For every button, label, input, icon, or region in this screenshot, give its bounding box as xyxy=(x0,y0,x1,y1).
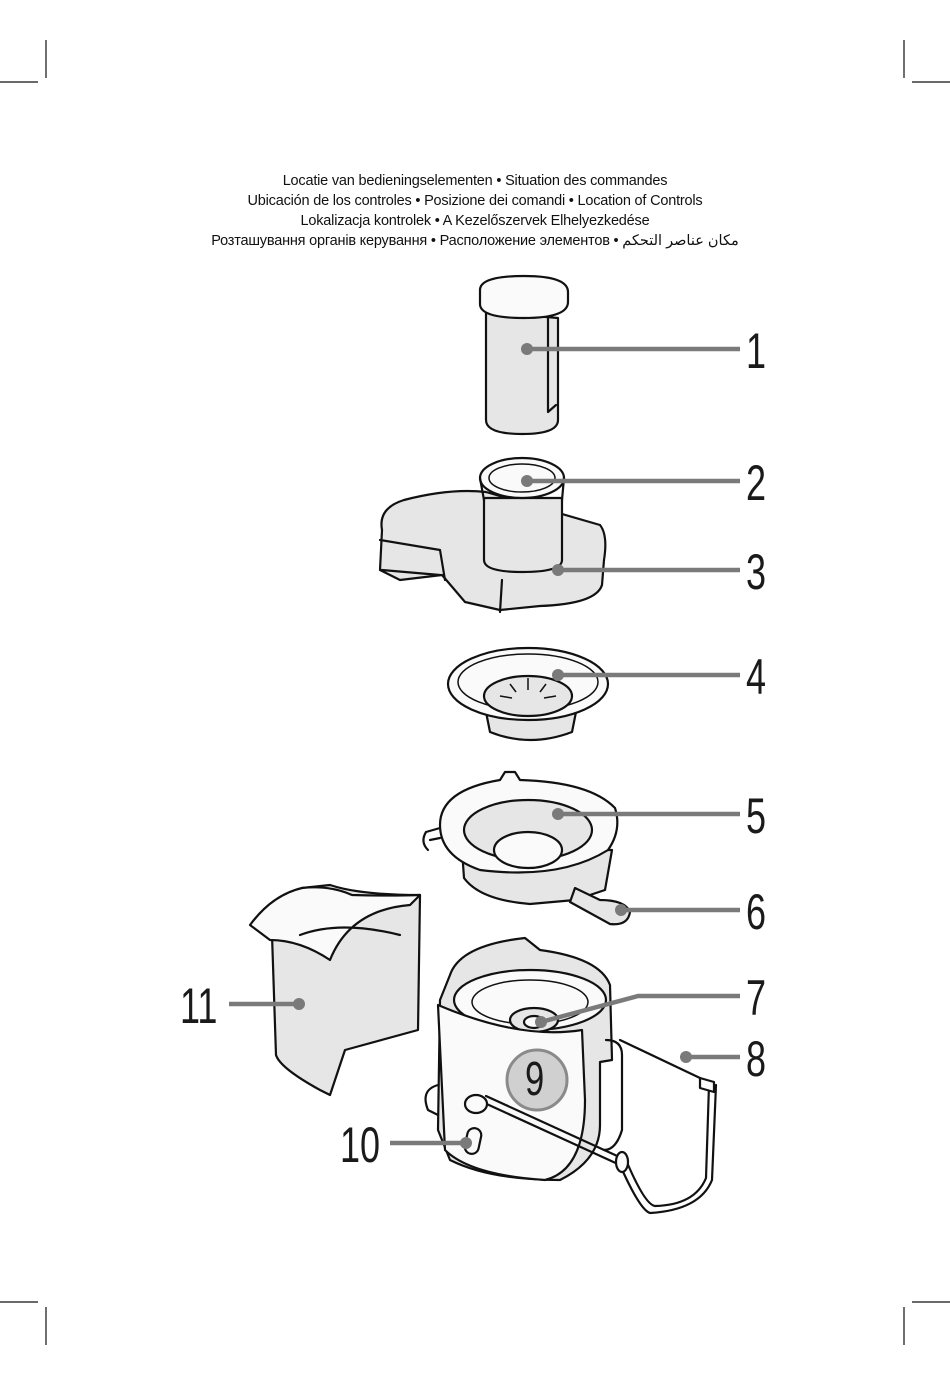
callout-number-8: 8 xyxy=(746,1034,766,1084)
part-pulp-container xyxy=(250,885,420,1095)
part-filter-basket xyxy=(448,648,608,740)
callout-number-5: 5 xyxy=(746,791,766,841)
callout-number-6: 6 xyxy=(746,887,766,937)
callout-number-4: 4 xyxy=(746,652,766,702)
callout-number-10: 10 xyxy=(340,1120,380,1170)
part-upper-housing xyxy=(423,772,630,924)
part-food-pusher xyxy=(480,276,568,434)
callout-number-3: 3 xyxy=(746,547,766,597)
callout-number-2: 2 xyxy=(746,458,766,508)
callout-number-11: 11 xyxy=(180,981,217,1031)
callout-number-7: 7 xyxy=(746,973,766,1023)
callout-number-9: 9 xyxy=(525,1056,544,1104)
part-motor-base xyxy=(426,938,716,1213)
callout-number-1: 1 xyxy=(746,326,766,376)
